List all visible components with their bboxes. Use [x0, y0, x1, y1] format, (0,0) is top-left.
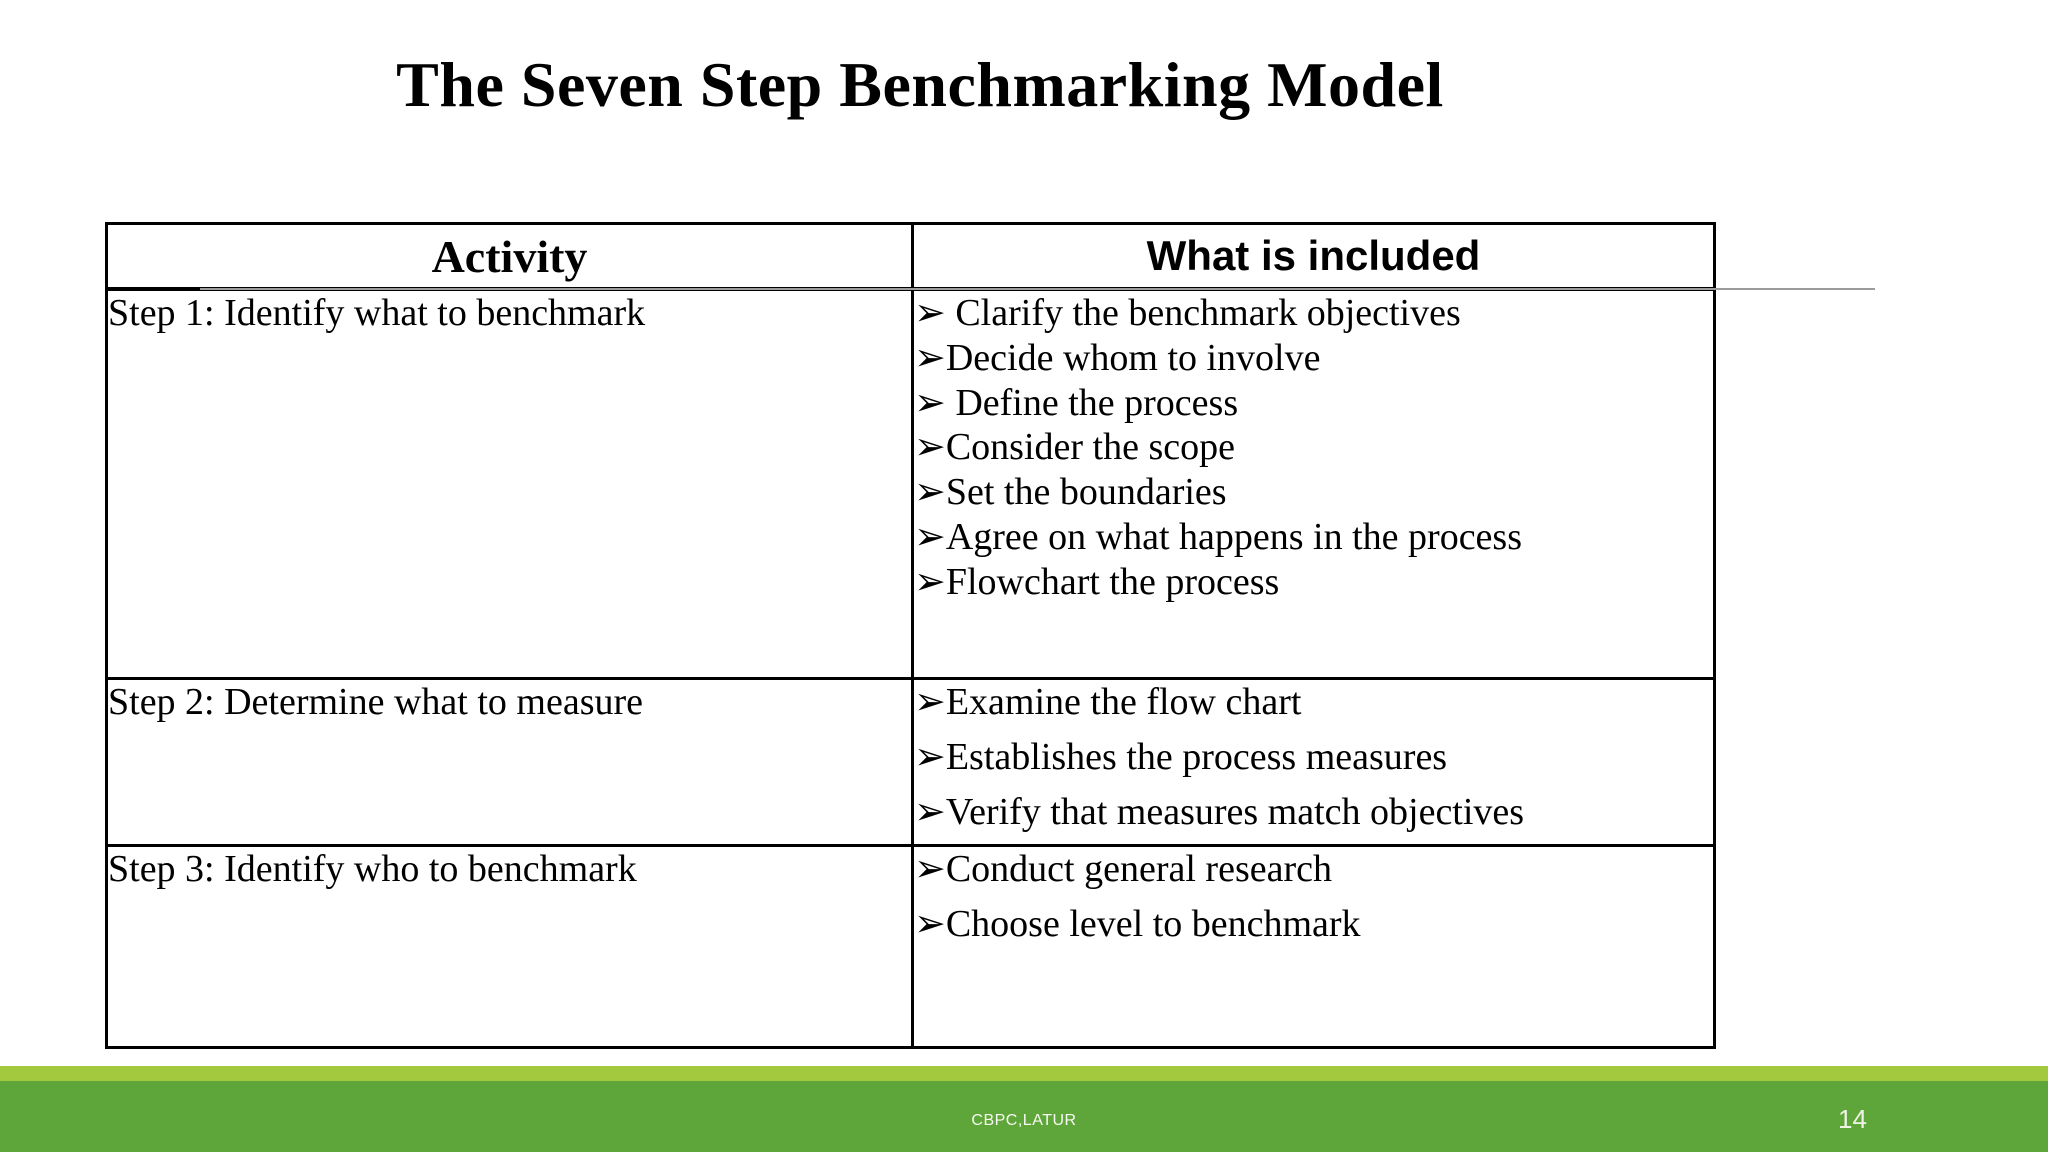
table-row: Step 1: Identify what to benchmark ➢ Cla… [105, 287, 1716, 680]
list-item: ➢Set the boundaries [914, 471, 1227, 514]
step-1-activity: Step 1: Identify what to benchmark [105, 287, 914, 680]
list-item: ➢Establishes the process measures [914, 735, 1448, 778]
list-item: ➢ Define the process [914, 381, 1239, 424]
page-number: 14 [1838, 1104, 1867, 1134]
step-3-included: ➢Conduct general research ➢Choose level … [911, 844, 1716, 1050]
footer-org-label: CBPC,LATUR [971, 1112, 1077, 1129]
column-header-what-is-included: What is included [911, 222, 1716, 291]
list-item: ➢Agree on what happens in the process [914, 516, 1522, 559]
list-item: ➢Examine the flow chart [914, 681, 1302, 723]
bullet-list: ➢Conduct general research ➢Choose level … [914, 847, 1713, 947]
list-item: ➢ Clarify the benchmark objectives [914, 292, 1461, 334]
list-item: ➢Decide whom to involve [914, 336, 1321, 379]
bullet-list: ➢Examine the flow chart ➢Establishes the… [914, 680, 1713, 834]
step-2-included: ➢Examine the flow chart ➢Establishes the… [911, 676, 1716, 848]
table-header-row: Activity What is included [105, 222, 1716, 291]
benchmarking-table: Activity What is included Step 1: Identi… [105, 222, 1716, 1050]
bullet-list: ➢ Clarify the benchmark objectives ➢Deci… [914, 291, 1713, 605]
table-row: Step 3: Identify who to benchmark ➢Condu… [105, 844, 1716, 1050]
list-item: ➢Flowchart the process [914, 560, 1280, 603]
footer-accent-stripe [0, 1066, 2048, 1081]
column-header-activity: Activity [105, 222, 914, 291]
step-3-activity: Step 3: Identify who to benchmark [105, 844, 914, 1050]
step-1-included: ➢ Clarify the benchmark objectives ➢Deci… [911, 287, 1716, 680]
list-item: ➢Conduct general research [914, 848, 1332, 891]
list-item: ➢Consider the scope [914, 426, 1235, 469]
header-underline-rule [200, 288, 1875, 290]
table-row: Step 2: Determine what to measure ➢Exami… [105, 676, 1716, 848]
slide-title: The Seven Step Benchmarking Model [396, 49, 1444, 120]
step-2-activity: Step 2: Determine what to measure [105, 676, 914, 848]
footer-bar [0, 1081, 2048, 1152]
list-item: ➢Verify that measures match objectives [914, 790, 1525, 833]
list-item: ➢Choose level to benchmark [914, 903, 1361, 946]
